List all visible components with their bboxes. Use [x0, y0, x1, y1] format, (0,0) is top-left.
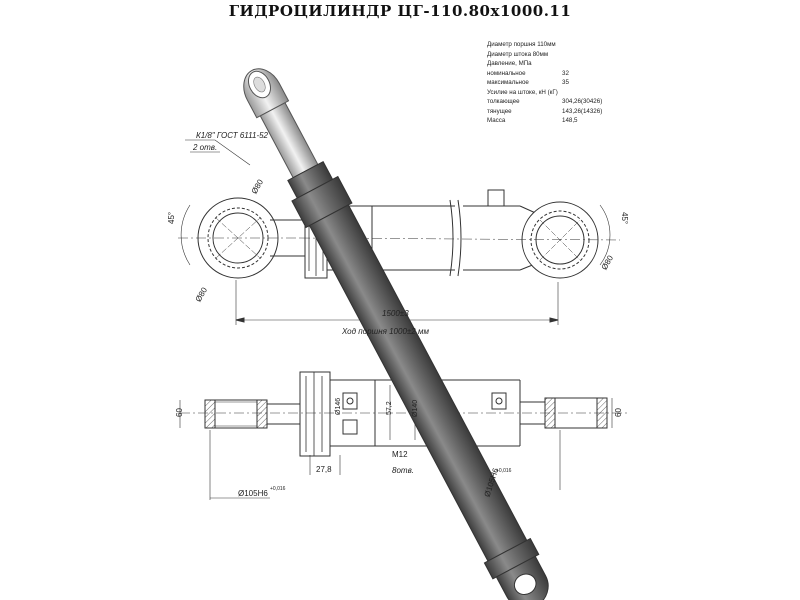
spec-label: Диаметр штока 80мм — [487, 50, 549, 58]
drawing-title: ГИДРОЦИЛИНДР ЦГ-110.80х1000.11 — [228, 2, 572, 20]
bottom-view — [179, 371, 630, 500]
eye-dia-bottom-left: Ø80 — [194, 285, 210, 303]
spec-value: 143,26(14326) — [562, 107, 603, 115]
spec-label: толкающее — [487, 98, 520, 105]
cylinder-barrel — [308, 204, 528, 562]
spec-label: Диаметр поршня 110мм — [487, 41, 556, 48]
spec-row: Давление, МПа — [487, 59, 617, 69]
angle-left-label: 45° — [167, 212, 176, 224]
spec-value: 304,26(30426) — [562, 98, 603, 105]
spec-label: Давление, МПа — [487, 60, 532, 67]
top-view — [178, 139, 621, 325]
spec-row: номинальное 32 — [487, 69, 617, 79]
spec-row: толкающее 304,26(30426) — [487, 97, 617, 107]
dim-27-8: 27,8 — [316, 465, 332, 474]
spec-table: Диаметр поршня 110мм Диаметр штока 80мм … — [487, 40, 617, 126]
thread-m12-label: М12 — [392, 450, 408, 459]
cylinder-3d — [243, 68, 549, 600]
bottom-flange — [299, 371, 331, 457]
spec-row: тянущее 143,26(14326) — [487, 107, 617, 117]
piston-rod — [259, 102, 319, 179]
spec-label: Масса — [487, 117, 506, 124]
eye-dia-top-left: Ø80 — [250, 177, 266, 195]
spec-row: Диаметр штока 80мм — [487, 50, 617, 60]
port-fitting — [487, 189, 505, 207]
angle-right-label: 45° — [620, 212, 629, 224]
spec-label: Усилие на штоке, кН (кГ) — [487, 88, 558, 96]
spec-value: 148,5 — [562, 117, 578, 124]
spec-row: Диаметр поршня 110мм — [487, 40, 617, 50]
length-label: 1500±3 — [382, 309, 409, 318]
eye-dia-right: Ø80 — [600, 253, 616, 271]
port-count-label: 2 отв. — [192, 143, 217, 152]
stroke-label: Ход поршня 1000±2 мм — [341, 327, 429, 336]
spec-row: Масса 148,5 — [487, 116, 617, 126]
spec-label: номинальное — [487, 69, 526, 77]
width-right-label: 60 — [614, 408, 623, 417]
spec-row: Усилие на штоке, кН (кГ) — [487, 88, 617, 98]
holes-label: 8отв. — [392, 466, 414, 475]
tol-left-label: +0,016 — [270, 486, 286, 492]
dim-57-2: 57,2 — [386, 401, 393, 415]
port-thread-label: К1/8" ГОСТ 6111-52 — [196, 131, 269, 140]
dim-140: Ø140 — [412, 400, 419, 417]
spec-value: 35 — [562, 79, 569, 86]
width-left-label: 60 — [175, 408, 184, 417]
bore-dia-label: Ø146 — [335, 398, 342, 415]
spec-value: 32 — [562, 69, 569, 77]
tol-right-label: +0,016 — [496, 468, 512, 474]
spec-label: тянущее — [487, 107, 512, 115]
spec-label: максимальное — [487, 79, 529, 86]
pin-left-label: Ø105H6 — [238, 489, 268, 498]
spec-row: максимальное 35 — [487, 78, 617, 88]
